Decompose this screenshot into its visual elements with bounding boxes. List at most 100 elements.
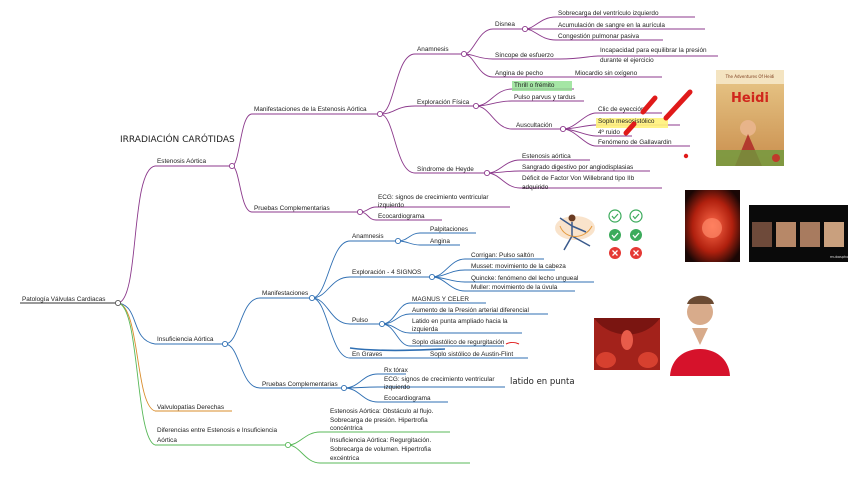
collapse-handle[interactable] [228,162,236,170]
diferencia-estenosis-item[interactable]: Sobrecarga de presión. Hipertrofia [330,417,428,424]
heyde-item[interactable]: adquirido [522,184,549,191]
disnea-item[interactable]: Acumulación de sangre en la aurícula [558,22,665,29]
dancer-illustration [555,214,595,251]
derechas-node[interactable]: Valvulopatías Derechas [157,404,224,411]
anamnesis-item[interactable]: Palpitaciones [430,226,468,233]
irradiacion-annotation: IRRADIACIÓN CARÓTIDAS [120,133,235,145]
pruebas-insuficiencia-item[interactable]: Rx tórax [384,367,409,374]
diferencias-node[interactable]: Diferencias entre Estenosis e Insuficien… [157,427,278,434]
pulso-item[interactable]: Latido en punta ampliado hacia la [412,318,508,325]
red-glow-photo[interactable] [685,190,740,262]
auscultacion-item[interactable]: Clic de eyección [598,106,645,113]
root-collapse-handle[interactable] [114,299,122,307]
pruebas-insuficiencia-item[interactable]: ECG: signos de crecimiento ventricular [384,376,495,383]
diferencia-insuficiencia-item[interactable]: Insuficiencia Aórtica: Regurgitación. [330,437,431,444]
sincope-item[interactable]: Incapacidad para equilibrar la presión [600,47,707,54]
collapse-handle[interactable] [378,320,386,328]
collapse-handle[interactable] [460,50,468,58]
diferencia-insuficiencia-item[interactable]: Sobrecarga de volumen. Hipertrofia [330,446,431,453]
pulso-item[interactable]: Aumento de la Presión arterial diferenci… [412,307,529,314]
blue-pen-underline [349,347,446,352]
check-outline-icon [608,209,622,223]
anamnesis-estenosis-node[interactable]: Anamnesis [417,46,449,53]
collapse-handle[interactable] [284,441,292,449]
collapse-handle[interactable] [428,273,436,281]
pruebas-item[interactable]: Ecocardiograma [378,213,425,220]
anamnesis-insuficiencia-node[interactable]: Anamnesis [352,233,384,240]
red-dot [683,153,689,159]
pulso-item[interactable]: Soplo diastólico de regurgitación [412,339,505,346]
graves-item[interactable]: Soplo sistólico de Austin-Flint [430,351,513,358]
svg-text:mubasphoto: mubasphoto [830,255,848,259]
svg-text:The Adventures Of Heidi: The Adventures Of Heidi [725,74,775,79]
throat-photo[interactable] [594,318,660,370]
root-node[interactable]: Patología Válvulas Cardiacas [22,296,105,303]
pulso-item[interactable]: MAGNUS Y CELER [412,296,469,303]
signo-item[interactable]: Corrigan: Pulso saltón [471,252,534,259]
collapse-handle[interactable] [356,208,364,216]
diferencia-insuficiencia-item[interactable]: excéntrica [330,455,360,462]
signo-item[interactable]: Muller: movimiento de la úvula [471,284,558,291]
collapse-handle[interactable] [521,25,529,33]
diferencias-node-line2[interactable]: Aórtica [157,437,177,444]
pruebas-insuficiencia-node[interactable]: Pruebas Complementarias [262,381,338,388]
signo-item[interactable]: Musset: movimiento de la cabeza [471,263,566,270]
angina-estenosis-node[interactable]: Angina de pecho [495,70,543,77]
pruebas-insuficiencia-item[interactable]: izquierdo [384,384,410,391]
heyde-item[interactable]: Déficit de Factor Von Willebrand tipo II… [522,175,635,182]
collapse-handle[interactable] [376,110,384,118]
heyde-node[interactable]: Síndrome de Heyde [417,166,474,173]
auscultacion-item[interactable]: 4º ruido [598,129,620,136]
collapse-handle[interactable] [483,169,491,177]
svg-text:Heidi: Heidi [731,91,769,106]
pulso-insuficiencia-node[interactable]: Pulso [352,317,368,324]
check-icon [630,229,642,241]
manifestaciones-insuficiencia-node[interactable]: Manifestaciones [262,290,308,297]
manifestaciones-estenosis-node[interactable]: Manifestaciones de la Estenosis Aórtica [254,106,367,113]
collapse-handle[interactable] [340,384,348,392]
check-outline-icon [629,209,643,223]
disnea-item[interactable]: Congestión pulmonar pasiva [558,33,639,40]
collapse-handle[interactable] [394,237,402,245]
collapse-handle[interactable] [221,340,229,348]
sincope-item[interactable]: durante el ejercicio [600,57,654,64]
heyde-item[interactable]: Estenosis aórtica [522,153,571,160]
pulso-item[interactable]: izquierda [412,326,438,333]
graves-node[interactable]: En Graves [352,351,382,358]
collapse-handle[interactable] [472,102,480,110]
auscultacion-item[interactable]: Fenómeno de Gallavardin [598,139,672,146]
sincope-node[interactable]: Síncope de esfuerzo [495,52,554,59]
pulso-parvus-node[interactable]: Pulso parvus y tardus [514,94,575,101]
exploracion-estenosis-node[interactable]: Exploración Física [417,99,470,106]
anamnesis-item[interactable]: Angina [430,238,450,245]
disnea-node[interactable]: Disnea [495,21,515,28]
pruebas-item[interactable]: izquierdo [378,202,404,209]
disnea-item[interactable]: Sobrecarga del ventrículo izquierdo [558,10,659,17]
insuficiencia-node[interactable]: Insuficiencia Aórtica [157,336,214,343]
cross-icon [609,247,621,259]
auscultacion-node[interactable]: Auscultación [516,122,553,129]
collapse-handle[interactable] [559,125,567,133]
diferencia-estenosis-item[interactable]: Estenosis Aórtica: Obstáculo al flujo. [330,408,434,415]
pruebas-estenosis-node[interactable]: Pruebas Complementarias [254,205,330,212]
faces-photo[interactable]: mubasphoto [749,205,848,262]
collapse-handle[interactable] [308,294,316,302]
signo-item[interactable]: Quincke: fenómeno del lecho ungueal [471,275,578,282]
estenosis-node[interactable]: Estenosis Aórtica [157,158,206,165]
cross-icon [630,247,642,259]
pruebas-item[interactable]: ECG: signos de crecimiento ventricular [378,194,489,201]
check-cross-grid [608,209,643,259]
auscultacion-item[interactable]: Soplo mesosistólico [598,118,655,125]
pruebas-insuficiencia-item[interactable]: Ecocardiograma [384,395,431,402]
angina-item[interactable]: Miocardio sin oxígeno [575,70,638,77]
exploracion-insuficiencia-node[interactable]: Exploración - 4 SIGNOS [352,269,421,276]
red-tick [505,342,520,345]
heyde-item[interactable]: Sangrado digestivo por angiodisplasias [522,164,633,171]
diferencia-estenosis-item[interactable]: concéntrica [330,425,363,432]
thrill-node[interactable]: Thrill o frémito [514,82,555,89]
red-pen-marks [623,89,693,136]
footballer-photo[interactable] [670,295,730,376]
heidi-book-image[interactable]: The Adventures Of Heidi Heidi [716,70,784,166]
